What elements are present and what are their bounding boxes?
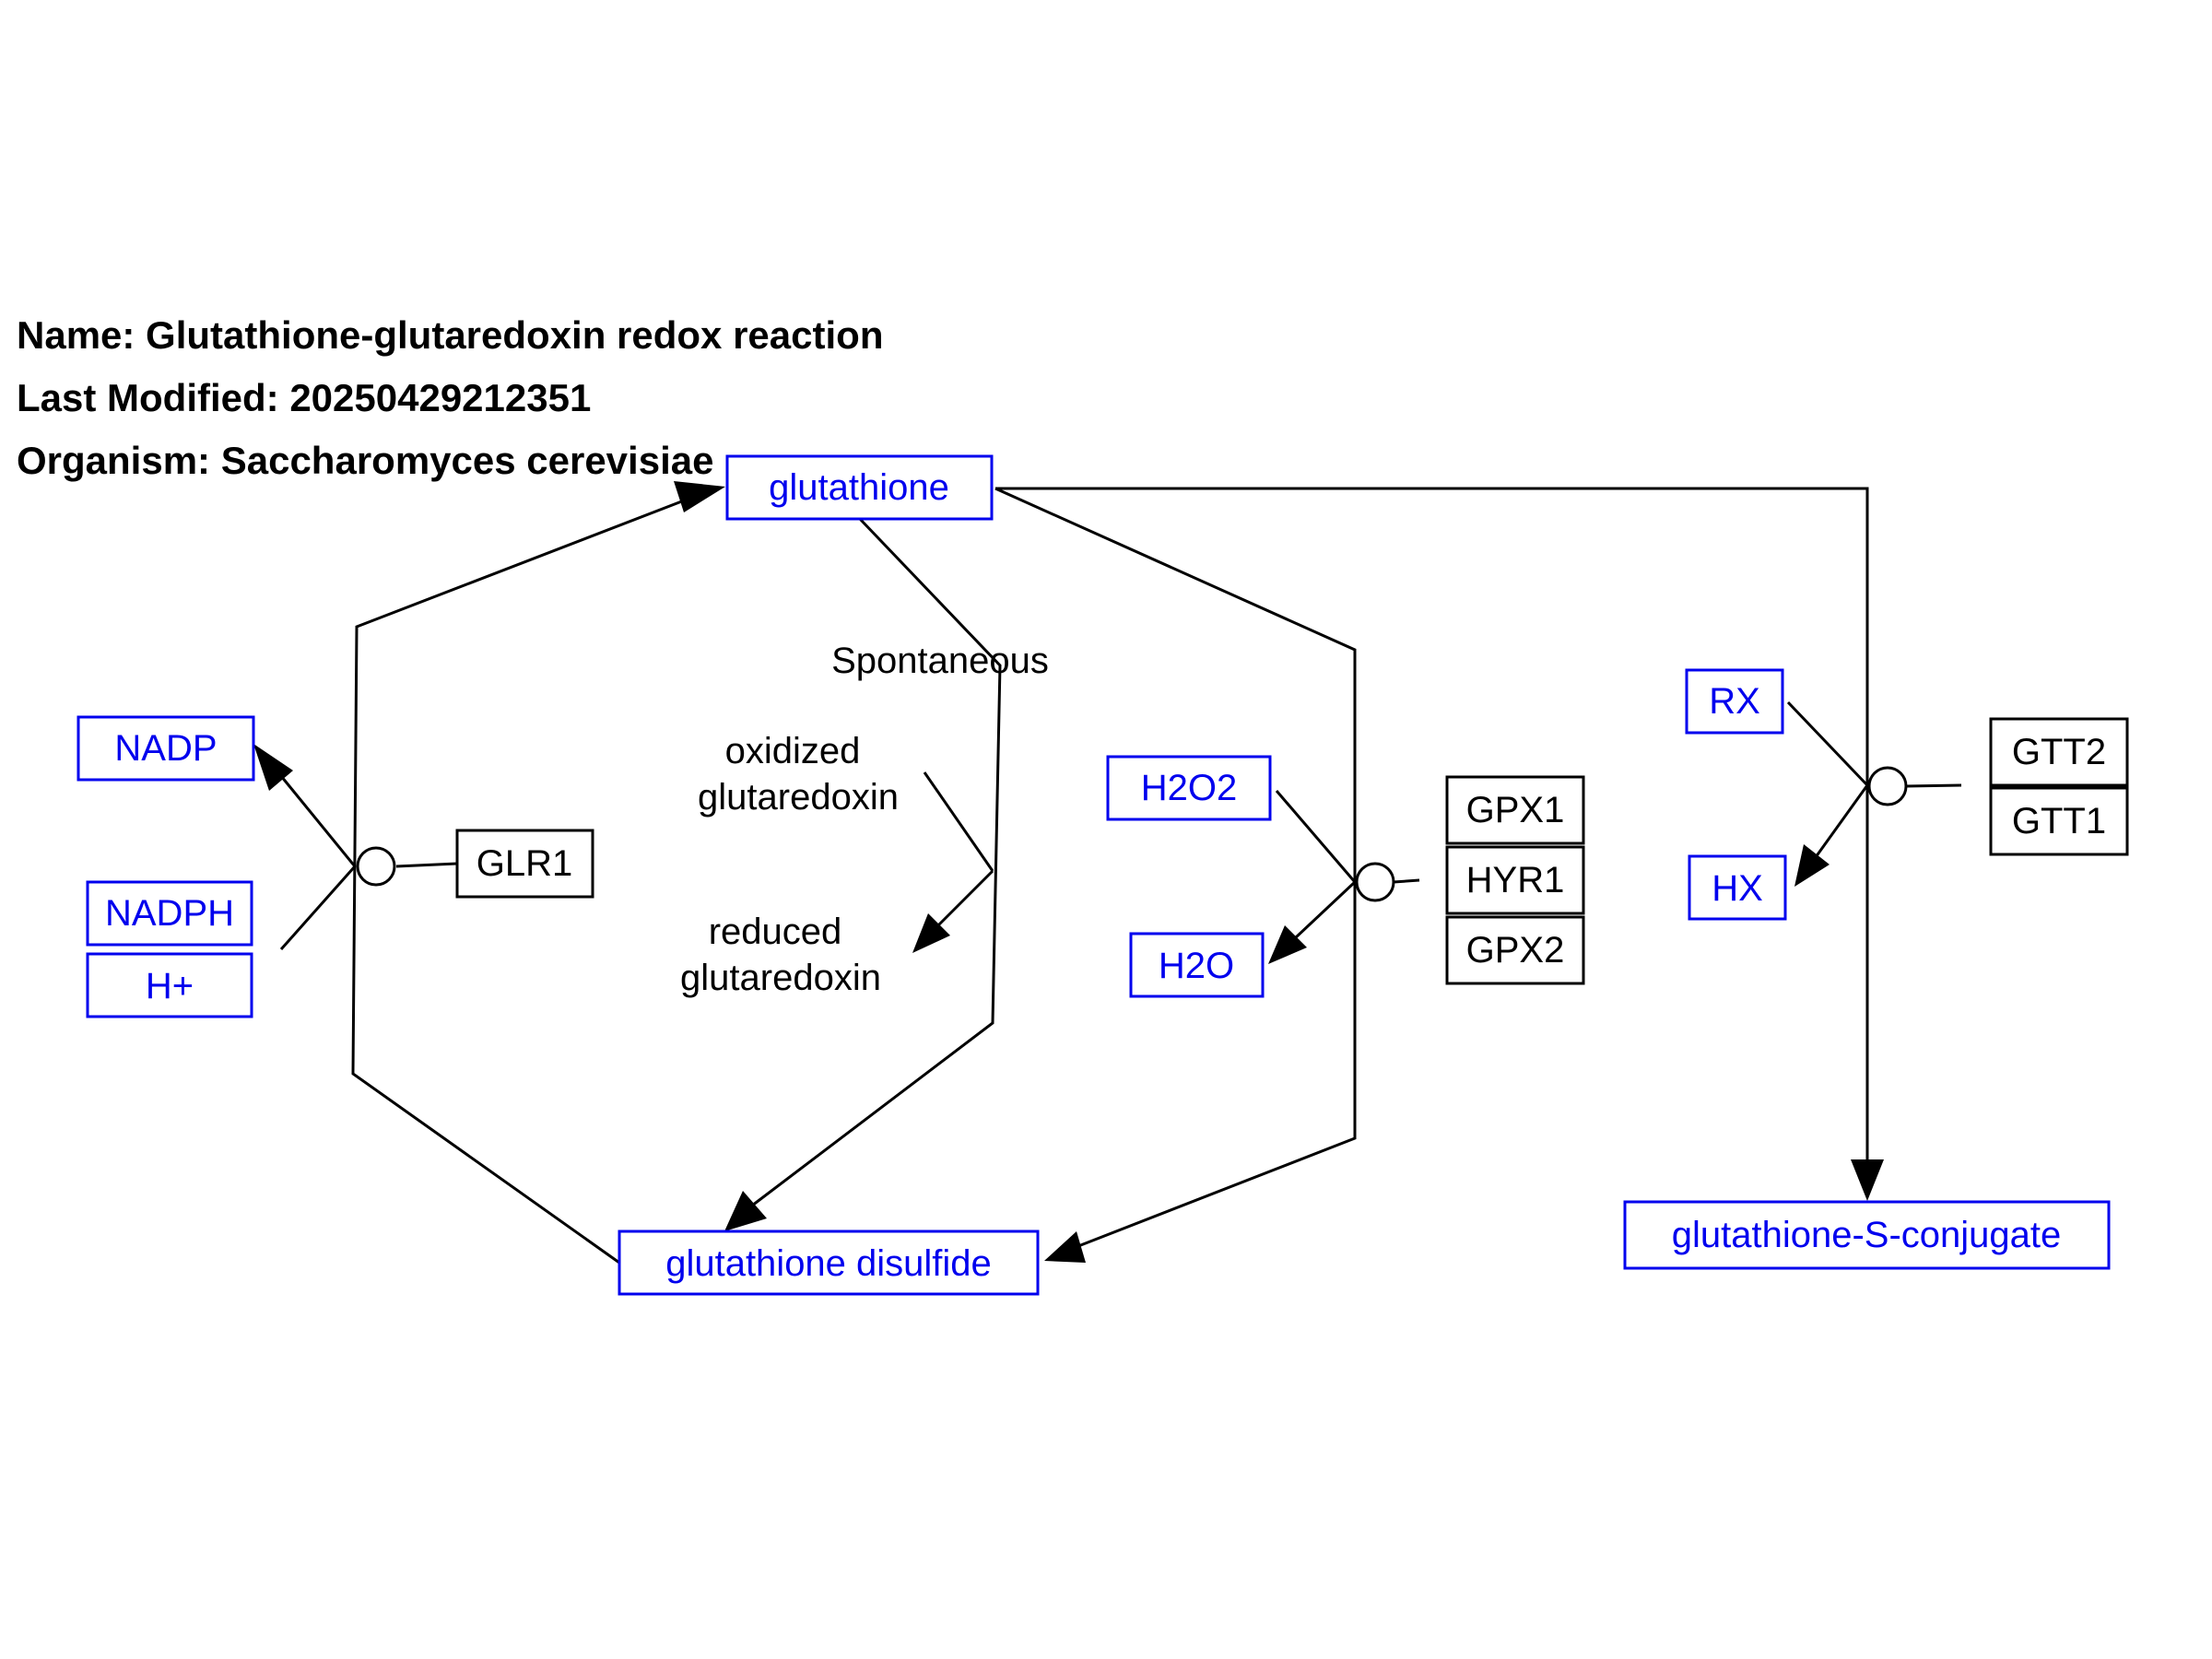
- oxidized-glutaredoxin-line1: oxidized: [725, 731, 861, 771]
- svg-text:H+: H+: [146, 966, 194, 1006]
- edge-glr1-cycle: [351, 496, 692, 1265]
- svg-text:GLR1: GLR1: [477, 843, 573, 884]
- metabolite-rx[interactable]: RX: [1685, 668, 1784, 735]
- anchor-gpx: [1355, 862, 1395, 902]
- edge-h2o2-to-anchor: [1275, 790, 1357, 883]
- metabolite-h-plus[interactable]: H+: [86, 952, 253, 1018]
- gene-glr1[interactable]: GLR1: [455, 829, 594, 899]
- svg-text:GTT1: GTT1: [2012, 801, 2106, 841]
- reduced-glutaredoxin-line2: glutaredoxin: [680, 958, 881, 998]
- arrowhead-to-disulfide-spontaneous: [724, 1191, 767, 1231]
- edge-oxidized-to-anchor: [923, 771, 994, 872]
- edge-anchor-to-nadp: [279, 775, 357, 867]
- edge-anchor-to-h2o: [1293, 880, 1357, 940]
- metabolite-glutathione-disulfide[interactable]: glutathione disulfide: [618, 1230, 1040, 1296]
- metabolite-nadp[interactable]: NADP: [76, 715, 255, 782]
- organism: Organism: Saccharomyces cerevisiae: [17, 439, 713, 482]
- svg-text:HX: HX: [1712, 868, 1763, 909]
- arrowhead-to-glutathione-left: [674, 481, 725, 512]
- svg-text:GPX2: GPX2: [1466, 930, 1565, 971]
- anchor-gtt: [1867, 766, 1908, 806]
- arrowhead-to-h2o: [1268, 925, 1307, 964]
- svg-text:GTT2: GTT2: [2012, 732, 2106, 772]
- gene-gtt1[interactable]: GTT1: [1989, 786, 2129, 856]
- edge-gpx-cycle: [994, 487, 1357, 1248]
- arrowhead-to-conjugate: [1851, 1159, 1884, 1201]
- arrowhead-to-nadp: [253, 744, 293, 791]
- edge-anchor-to-hx: [1814, 784, 1869, 858]
- gene-gpx2[interactable]: GPX2: [1445, 915, 1585, 985]
- gene-gpx1[interactable]: GPX1: [1445, 775, 1585, 845]
- edge-gtt-catalysis: [1905, 783, 1962, 788]
- svg-text:glutathione-S-conjugate: glutathione-S-conjugate: [1672, 1215, 2062, 1255]
- pathway-name: Name: Glutathione-glutaredoxin redox rea…: [17, 313, 883, 357]
- edge-anchor-to-reduced: [936, 869, 994, 927]
- arrowhead-to-reduced-glutaredoxin: [912, 913, 950, 953]
- arrowhead-to-hx: [1794, 844, 1830, 887]
- svg-text:NADPH: NADPH: [105, 893, 234, 934]
- arrowhead-to-disulfide-gpx: [1044, 1231, 1086, 1263]
- svg-text:HYR1: HYR1: [1466, 860, 1565, 900]
- edge-glr1-catalysis: [395, 862, 458, 868]
- metabolite-hx[interactable]: HX: [1688, 854, 1787, 921]
- spontaneous-label: Spontaneous: [831, 641, 1049, 681]
- edge-gpx-catalysis: [1393, 878, 1420, 884]
- edges: [253, 481, 1962, 1265]
- edge-spontaneous: [751, 517, 1002, 1207]
- svg-text:NADP: NADP: [114, 728, 217, 769]
- metabolite-h2o[interactable]: H2O: [1129, 932, 1265, 998]
- metabolite-glutathione[interactable]: glutathione: [725, 454, 994, 521]
- oxidized-glutaredoxin-line2: glutaredoxin: [698, 777, 899, 818]
- svg-text:RX: RX: [1709, 681, 1760, 722]
- svg-text:glutathione disulfide: glutathione disulfide: [665, 1243, 992, 1284]
- reduced-glutaredoxin-line1: reduced: [709, 912, 842, 952]
- svg-text:glutathione: glutathione: [769, 467, 949, 508]
- gene-hyr1[interactable]: HYR1: [1445, 845, 1585, 915]
- metabolite-nadph[interactable]: NADPH: [86, 880, 253, 947]
- metabolite-glutathione-s-conjugate[interactable]: glutathione-S-conjugate: [1623, 1200, 2111, 1270]
- svg-text:GPX1: GPX1: [1466, 790, 1565, 830]
- gene-gtt2[interactable]: GTT2: [1989, 717, 2129, 787]
- svg-text:H2O: H2O: [1159, 946, 1234, 986]
- last-modified: Last Modified: 20250429212351: [17, 376, 591, 419]
- anchor-glr1: [356, 846, 396, 887]
- edge-rx-to-anchor: [1786, 700, 1869, 787]
- svg-text:H2O2: H2O2: [1141, 768, 1238, 808]
- edge-nadph-to-anchor: [279, 865, 357, 950]
- metabolite-h2o2[interactable]: H2O2: [1106, 755, 1272, 821]
- edge-gst-reaction: [995, 487, 1869, 1163]
